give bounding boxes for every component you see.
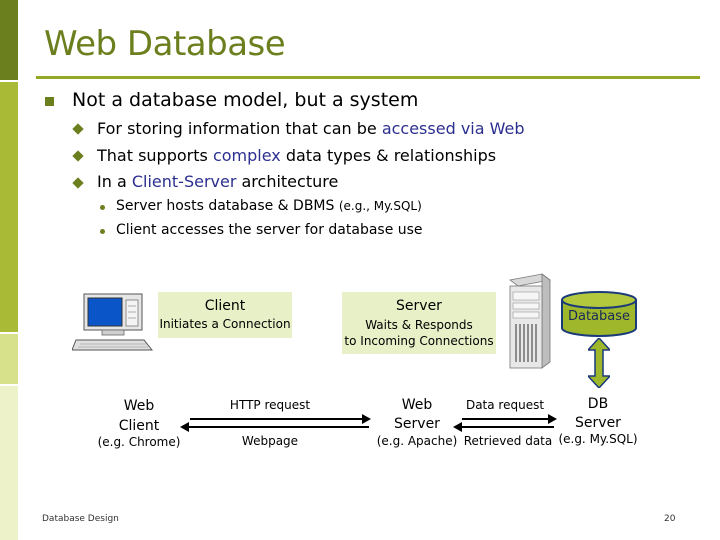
database-cylinder-icon [561,291,637,337]
web-client-line1: Web [123,398,155,414]
client-box: Client Initiates a Connection [158,292,292,338]
http-request-label: HTTP request [229,398,311,412]
server-desc-2: to Incoming Connections [344,334,494,348]
footer-text: Database Design [42,514,119,524]
arrowhead-left-icon [180,422,189,432]
sub-bullet-2: That supports complex data types & relat… [97,146,496,165]
arrowhead-right-icon [362,414,371,424]
left-bar-top [0,0,18,80]
subsub-bullet-1-small: (e.g., My.SQL) [338,199,422,213]
data-request-arrow [462,418,548,420]
web-client-line2: Client [118,418,160,434]
left-bar-low [0,334,18,384]
diamond-bullet-icon [72,177,84,189]
left-bar-bottom [0,386,18,540]
bullet-level1: Not a database model, but a system [72,89,419,111]
sub-bullet-1: For storing information that can be acce… [97,119,525,138]
server-desc-1: Waits & Responds [365,318,473,332]
client-computer-icon [72,293,154,351]
server-tower-icon [509,273,551,369]
webpage-arrow [189,426,369,428]
web-server-line1: Web [401,397,433,413]
retrieved-data-arrow [462,426,554,428]
dot-bullet-icon [100,205,105,210]
server-box: Server Waits & Responds to Incoming Conn… [342,292,496,354]
sub-bullet-3-text: In a [97,172,132,191]
sub-bullet-2-highlight: complex [212,146,281,165]
sub-bullet-1-highlight: accessed via Web [381,119,525,138]
server-title: Server [396,298,442,314]
dot-bullet-icon [100,229,105,234]
arrowhead-right-icon [548,414,557,424]
db-server-example: (e.g. My.SQL) [558,432,638,446]
sub-bullet-3: In a Client-Server architecture [97,172,338,191]
diamond-bullet-icon [72,150,84,162]
vertical-double-arrow-icon [588,338,610,388]
subsub-bullet-1: Server hosts database & DBMS (e.g., My.S… [116,198,422,214]
sub-bullet-2-after: data types & relationships [280,146,497,165]
page-number: 20 [664,514,676,524]
arrowhead-left-icon [453,422,462,432]
sub-bullet-3-highlight: Client-Server [131,172,237,191]
sub-bullet-3-after: architecture [236,172,339,191]
web-server-example: (e.g. Apache) [376,434,458,448]
subsub-bullet-2: Client accesses the server for database … [116,222,423,238]
webpage-label: Webpage [241,434,299,448]
sub-bullet-1-text: For storing information that can be [97,119,382,138]
diamond-bullet-icon [72,123,84,135]
page-title: Web Database [44,24,286,64]
db-server-line1: DB [587,396,609,412]
left-bar-mid [0,82,18,332]
square-bullet-icon [45,97,54,106]
data-request-label: Data request [465,398,545,412]
retrieved-data-label: Retrieved data [463,434,553,448]
client-desc: Initiates a Connection [159,317,291,331]
title-rule [36,76,700,79]
client-title: Client [204,298,246,314]
http-request-arrow [190,418,362,420]
database-label: Database [567,309,631,324]
db-server-line2: Server [575,415,621,431]
subsub-bullet-1-text: Server hosts database & DBMS [116,198,339,214]
sub-bullet-2-text: That supports [97,146,213,165]
web-server-line2: Server [394,416,440,432]
web-client-example: (e.g. Chrome) [97,435,181,449]
